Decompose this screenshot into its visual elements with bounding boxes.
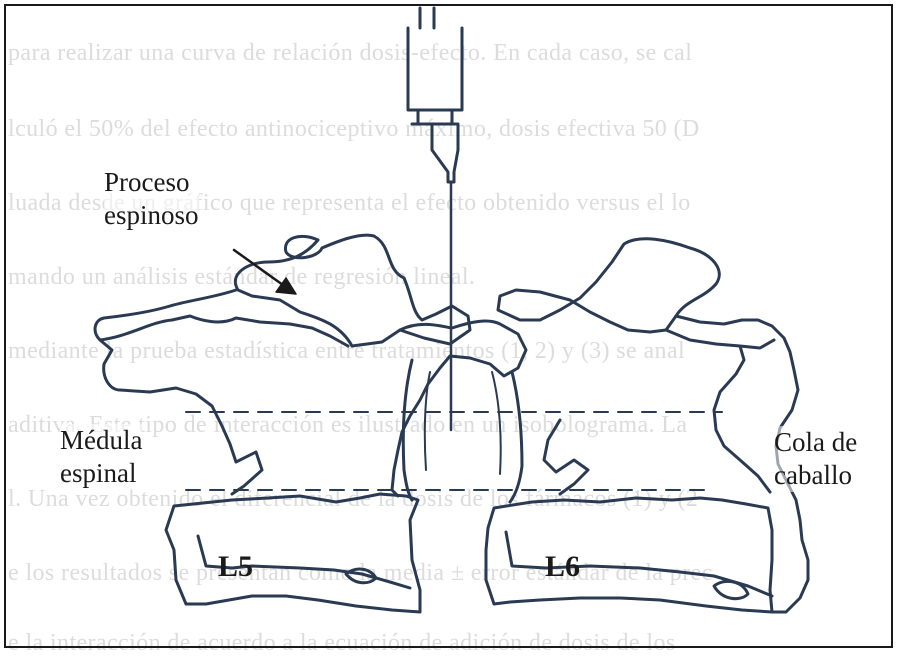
image-border [4,4,893,648]
